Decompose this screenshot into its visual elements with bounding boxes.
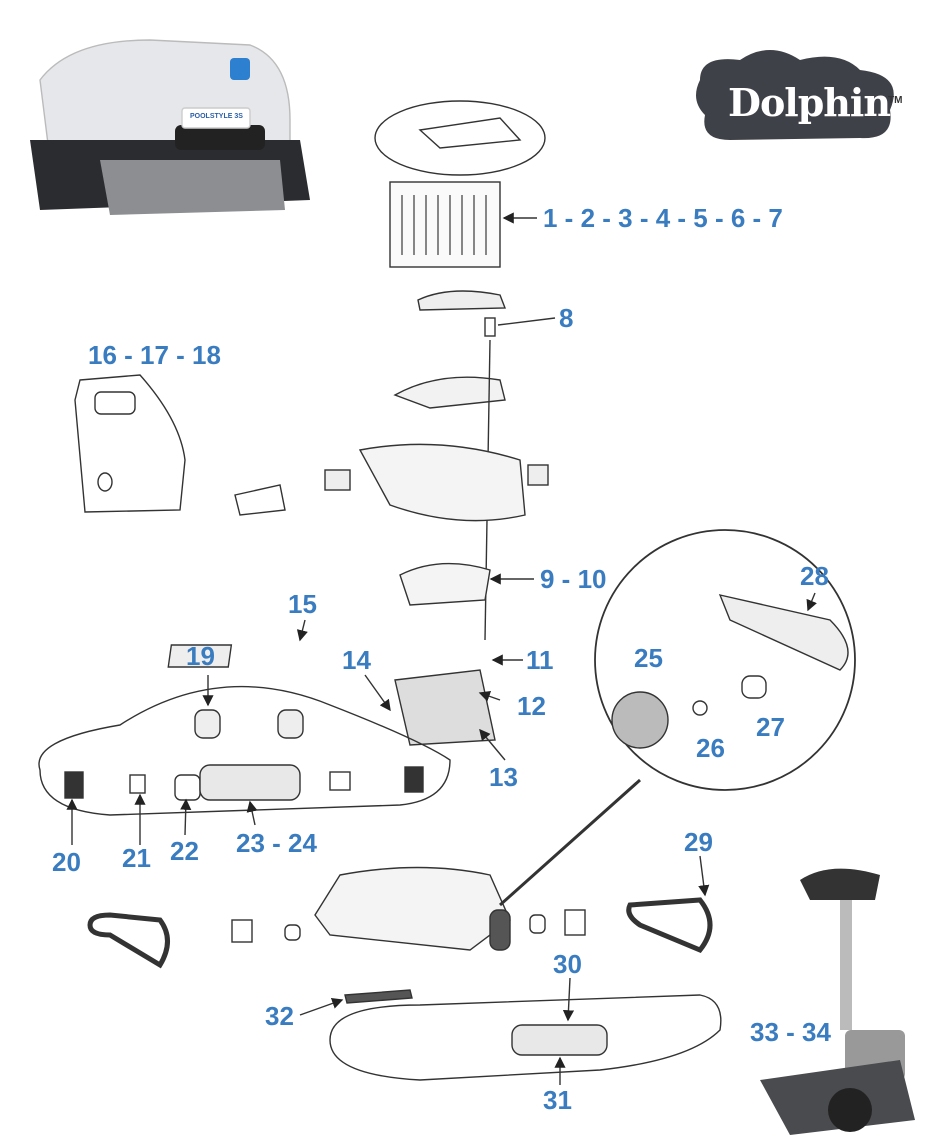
- callout-motor-mount: 9 - 10: [540, 564, 607, 594]
- callout-handle: 8: [559, 303, 574, 333]
- product-badge: POOLSTYLE 3S: [190, 113, 243, 120]
- callout-caddy: 33 - 34: [750, 1017, 831, 1047]
- callout-30: 30: [553, 949, 582, 979]
- callout-19: 19: [186, 641, 215, 671]
- callout-11: 11: [526, 645, 554, 675]
- trademark: TM: [888, 95, 903, 106]
- callout-25: 25: [634, 643, 663, 673]
- callout-27: 27: [756, 712, 785, 742]
- callout-20: 20: [52, 847, 81, 877]
- callout-filter-basket: 1 - 2 - 3 - 4 - 5 - 6 - 7: [543, 203, 783, 233]
- callout-21: 21: [122, 843, 151, 873]
- callout-14: 14: [342, 645, 371, 675]
- callout-23-24: 23 - 24: [236, 828, 317, 858]
- robot-photo: [30, 39, 310, 215]
- callout-12: 12: [517, 691, 546, 721]
- dolphin-logo-shape: [696, 50, 894, 140]
- callout-32: 32: [265, 1001, 294, 1031]
- callout-26: 26: [696, 733, 725, 763]
- callout-22: 22: [170, 836, 199, 866]
- dolphin-logo: Dolphin: [728, 80, 891, 125]
- callout-15: 15: [288, 589, 317, 619]
- callout-28: 28: [800, 561, 829, 591]
- caddy-photo: [760, 868, 915, 1135]
- callout-31: 31: [543, 1085, 572, 1115]
- callout-13: 13: [489, 762, 518, 792]
- callout-side-panel: 16 - 17 - 18: [88, 340, 221, 370]
- callout-29: 29: [684, 827, 713, 857]
